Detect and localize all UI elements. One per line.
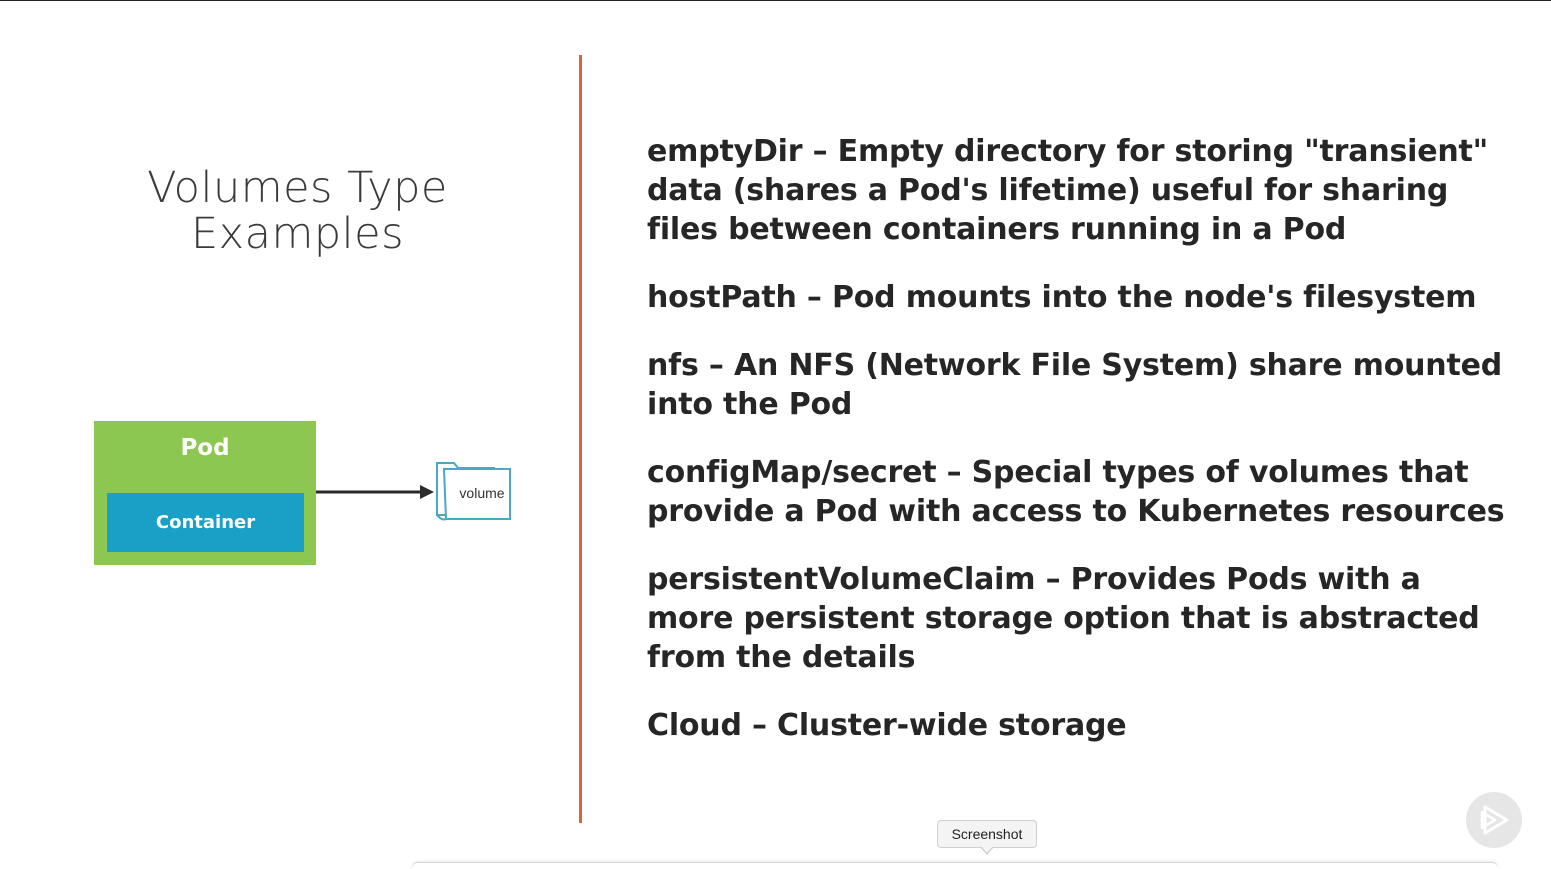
container-box: Container [107, 493, 304, 552]
play-triangle-icon [1480, 805, 1509, 835]
volume-label: volume [459, 485, 505, 501]
list-item-pvc: persistentVolumeClaim – Provides Pods wi… [647, 562, 1480, 675]
arrow-icon [316, 485, 434, 499]
vertical-divider [579, 55, 582, 823]
volume-type-list: emptyDir – Empty directory for storing "… [647, 132, 1517, 774]
list-item-emptydir: emptyDir – Empty directory for storing "… [647, 134, 1489, 247]
bottom-toolbar[interactable] [412, 862, 1498, 869]
screenshot-tooltip: Screenshot [937, 820, 1037, 848]
volume-folder-icon [436, 462, 511, 521]
list-item-hostpath: hostPath – Pod mounts into the node's fi… [647, 280, 1477, 315]
top-rule [0, 0, 1551, 1]
title-line-2: Examples [191, 209, 404, 259]
play-logo-icon[interactable] [1466, 792, 1522, 848]
list-item-cloud: Cloud – Cluster-wide storage [647, 708, 1127, 743]
list-item-nfs: nfs – An NFS (Network File System) share… [647, 348, 1503, 422]
pod-box: Pod Container [94, 421, 316, 565]
title-line-1: Volumes Type [147, 163, 448, 213]
pod-label: Pod [180, 435, 230, 461]
tooltip-caret-inner [981, 846, 993, 853]
slide-title: Volumes Type Examples [110, 165, 485, 257]
list-item-configmap-secret: configMap/secret – Special types of volu… [647, 455, 1505, 529]
container-label: Container [155, 512, 256, 533]
